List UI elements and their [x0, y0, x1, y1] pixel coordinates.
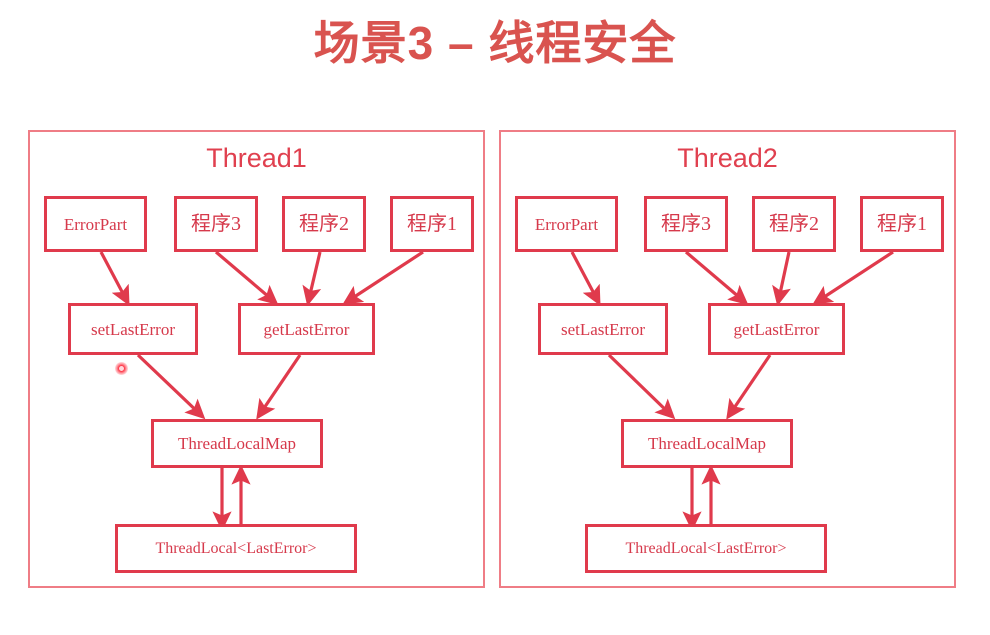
- node-threadlocal-thread1[interactable]: ThreadLocal<LastError>: [115, 524, 357, 573]
- node-label: setLastError: [560, 319, 646, 339]
- node-label: ErrorPart: [63, 214, 128, 234]
- node-setlasterror-thread2[interactable]: setLastError: [538, 303, 668, 355]
- node-label: 程序2: [299, 213, 349, 235]
- node-program1-thread1[interactable]: 程序1: [390, 196, 474, 252]
- node-label: ThreadLocal<LastError>: [625, 539, 787, 557]
- node-program3-thread2[interactable]: 程序3: [644, 196, 728, 252]
- node-label: 程序1: [407, 213, 457, 235]
- node-program2-thread1[interactable]: 程序2: [282, 196, 366, 252]
- node-label: ThreadLocal<LastError>: [155, 539, 317, 557]
- node-threadlocal-thread2[interactable]: ThreadLocal<LastError>: [585, 524, 827, 573]
- thread-panel-title: Thread2: [677, 143, 778, 173]
- node-program3-thread1[interactable]: 程序3: [174, 196, 258, 252]
- laser-pointer-dot: [115, 362, 128, 375]
- node-getlasterror-thread2[interactable]: getLastError: [708, 303, 845, 355]
- node-getlasterror-thread1[interactable]: getLastError: [238, 303, 375, 355]
- node-label: setLastError: [90, 319, 176, 339]
- node-threadlocalmap-thread2[interactable]: ThreadLocalMap: [621, 419, 793, 468]
- node-threadlocalmap-thread1[interactable]: ThreadLocalMap: [151, 419, 323, 468]
- node-setlasterror-thread1[interactable]: setLastError: [68, 303, 198, 355]
- node-label: ThreadLocalMap: [648, 434, 766, 453]
- node-label: ThreadLocalMap: [178, 434, 296, 453]
- node-program2-thread2[interactable]: 程序2: [752, 196, 836, 252]
- node-program1-thread2[interactable]: 程序1: [860, 196, 944, 252]
- node-label: 程序1: [877, 213, 927, 235]
- node-label: 程序2: [769, 213, 819, 235]
- node-label: 程序3: [191, 213, 241, 235]
- node-errorpart-thread1[interactable]: ErrorPart: [44, 196, 147, 252]
- node-label: getLastError: [263, 319, 350, 339]
- page-title: 场景3 – 线程安全: [313, 17, 677, 69]
- node-label: getLastError: [733, 319, 820, 339]
- node-label: 程序3: [661, 213, 711, 235]
- thread-panel-title: Thread1: [206, 143, 307, 173]
- node-errorpart-thread2[interactable]: ErrorPart: [515, 196, 618, 252]
- node-label: ErrorPart: [534, 214, 599, 234]
